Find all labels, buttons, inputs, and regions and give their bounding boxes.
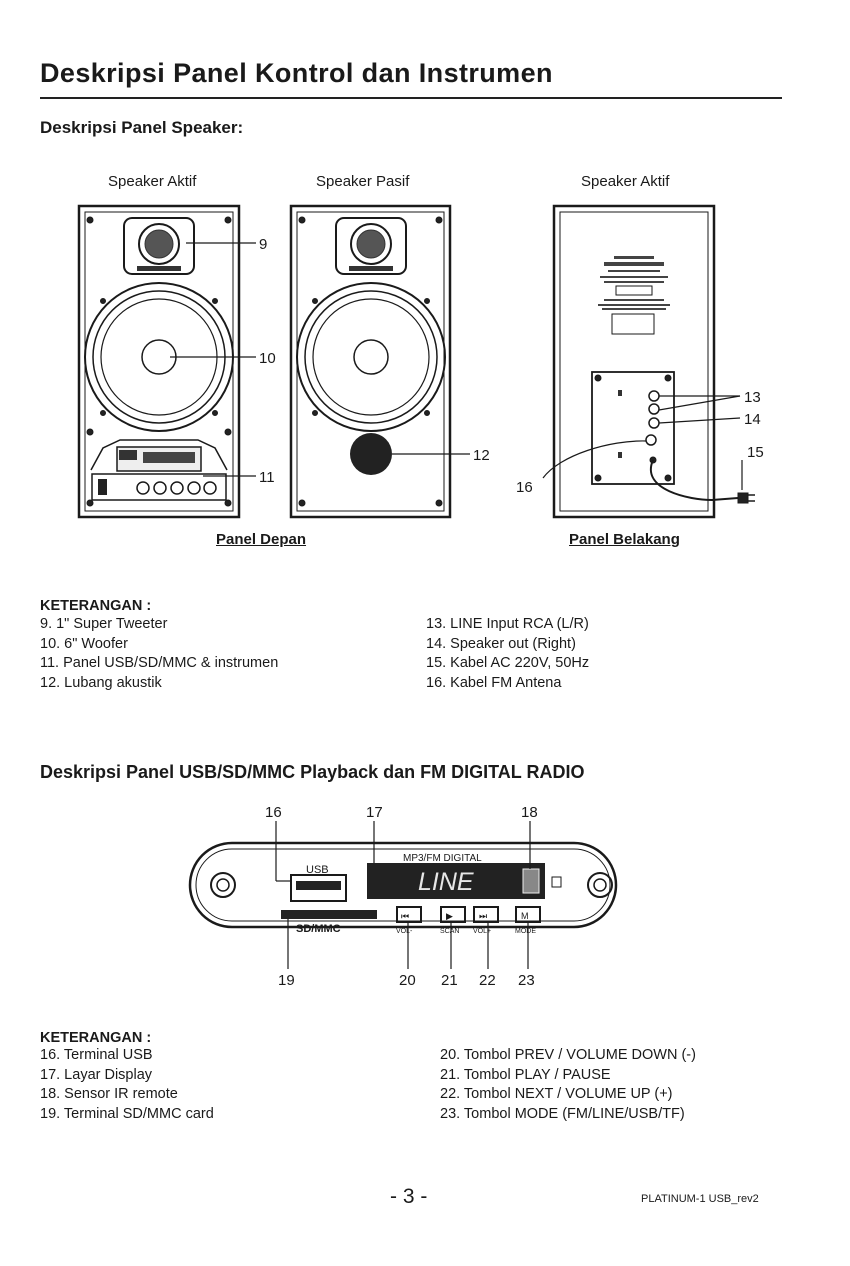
legend-heading-2: KETERANGAN :	[40, 1030, 152, 1046]
callout-22: 22	[479, 972, 496, 989]
legend-item: 17. Layar Display	[40, 1066, 153, 1083]
legend-item: 16. Kabel FM Antena	[426, 674, 562, 691]
legend-item: 18. Sensor IR remote	[40, 1086, 178, 1102]
callout-20: 20	[399, 972, 416, 989]
callout-16b: 16	[265, 804, 282, 821]
legend-item: 15. Kabel AC 220V, 50Hz	[426, 655, 590, 671]
legend-list-1-left: 9. 1" Super Tweeter 10. 6" Woofer 11. Pa…	[40, 615, 278, 693]
legend-item: 19. Terminal SD/MMC card	[40, 1105, 214, 1122]
callout-10: 10	[259, 350, 276, 367]
callout-16: 16	[516, 479, 533, 496]
legend-item: 22. Tombol NEXT / VOLUME UP (+)	[440, 1086, 673, 1102]
legend-item: 20. Tombol PREV / VOLUME DOWN (-)	[440, 1047, 696, 1063]
callout-17: 17	[366, 804, 383, 821]
caption-front-panel: Panel Depan	[216, 531, 307, 548]
usb-port-label: USB	[306, 864, 329, 876]
legend-item: 11. Panel USB/SD/MMC & instrumen	[40, 655, 279, 671]
label-active-speaker-back: Speaker Aktif	[581, 173, 670, 190]
btn-label-mode: MODE	[515, 928, 536, 935]
callout-14: 14	[744, 411, 761, 428]
mode-icon: M	[521, 911, 529, 921]
btn-label-vol-down: VOL-	[396, 928, 413, 935]
legend-item: 10. 6" Woofer	[40, 635, 128, 652]
play-pause-icon: ▶	[446, 911, 453, 921]
btn-label-vol-up: VOL+	[473, 928, 491, 935]
callout-21: 21	[441, 972, 458, 989]
prev-icon: ⏮	[401, 911, 409, 921]
legend-item: 14. Speaker out (Right)	[426, 635, 576, 652]
usb-panel-diagram: ⏮ ▶ ⏭ M USB MP3/FM DIGITAL LINE SD/MMC V…	[188, 804, 618, 989]
legend-list-2-right: 20. Tombol PREV / VOLUME DOWN (-) 21. To…	[440, 1046, 696, 1124]
legend-list-1-right: 13. LINE Input RCA (L/R) 14. Speaker out…	[426, 615, 589, 693]
sd-slot-label: SD/MMC	[296, 923, 341, 935]
callout-19: 19	[278, 972, 295, 989]
label-active-speaker-front: Speaker Aktif	[108, 173, 197, 190]
callout-9: 9	[259, 236, 267, 253]
passive-speaker-drawing	[289, 204, 452, 519]
legend-item: 16. Terminal USB	[40, 1047, 153, 1063]
document-code: PLATINUM-1 USB_rev2	[641, 1193, 759, 1205]
callout-18: 18	[521, 804, 538, 821]
label-passive-speaker: Speaker Pasif	[316, 173, 410, 190]
speaker-diagram: 9 10 11 12 13 14 15 16	[77, 204, 764, 519]
callout-15: 15	[747, 444, 764, 461]
display-brand-label: MP3/FM DIGITAL	[403, 853, 482, 864]
callout-13: 13	[744, 389, 761, 406]
title-divider	[40, 97, 782, 99]
section-title-usb-panel: Deskripsi Panel USB/SD/MMC Playback dan …	[40, 762, 585, 782]
legend-item: 13. LINE Input RCA (L/R)	[426, 616, 589, 632]
page-title: Deskripsi Panel Kontrol dan Instrumen	[40, 58, 553, 88]
legend-item: 21. Tombol PLAY / PAUSE	[440, 1066, 611, 1083]
legend-item: 23. Tombol MODE (FM/LINE/USB/TF)	[440, 1105, 685, 1122]
legend-list-2-left: 16. Terminal USB 17. Layar Display 18. S…	[40, 1046, 214, 1124]
btn-label-scan: SCAN	[440, 928, 459, 935]
page-number: - 3 -	[390, 1185, 428, 1208]
active-speaker-back-drawing	[552, 204, 755, 519]
legend-item: 9. 1" Super Tweeter	[40, 616, 168, 632]
caption-back-panel: Panel Belakang	[569, 531, 680, 548]
section-title-speaker-panel: Deskripsi Panel Speaker:	[40, 118, 244, 137]
callout-12: 12	[473, 447, 490, 464]
active-speaker-front-drawing	[77, 204, 241, 519]
next-icon: ⏭	[479, 911, 487, 921]
callout-11: 11	[259, 469, 275, 486]
callout-23: 23	[518, 972, 535, 989]
lcd-display-text: LINE	[418, 868, 474, 896]
legend-heading-1: KETERANGAN :	[40, 598, 152, 614]
legend-item: 12. Lubang akustik	[40, 674, 162, 691]
